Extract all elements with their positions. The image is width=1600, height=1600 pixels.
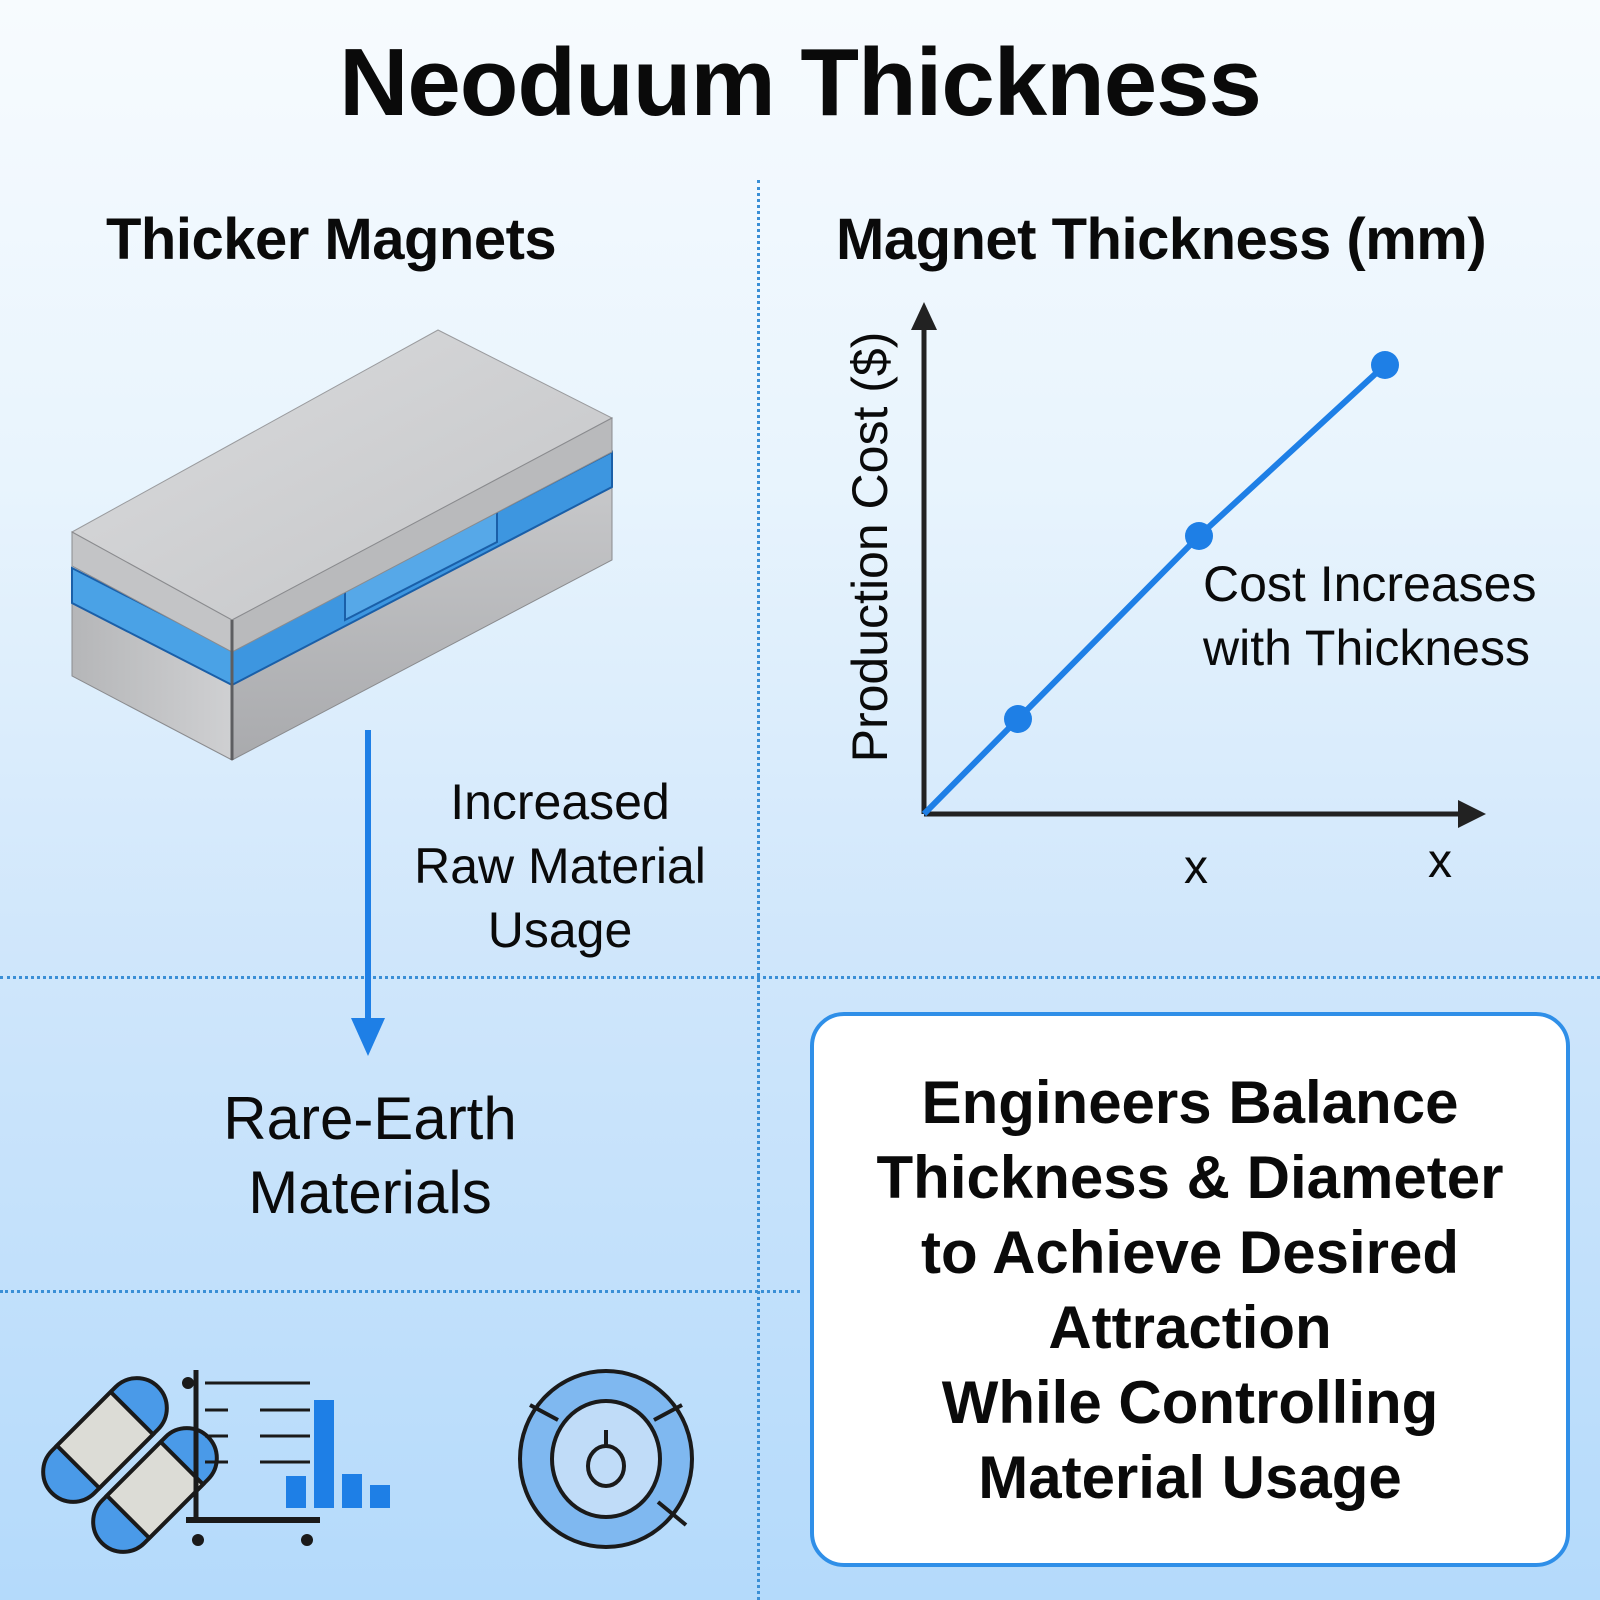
left-heading: Thicker Magnets — [106, 207, 557, 272]
arrow-label: Increased Raw Material Usage — [414, 774, 706, 958]
magnet-bars-icon — [41, 1376, 219, 1554]
horizontal-divider-lower-left — [0, 1290, 800, 1293]
y-axis-label: Production Cost ($) — [842, 331, 898, 763]
gauge-dial-icon — [518, 1369, 694, 1549]
chart-heading: Magnet Thickness (mm) — [836, 207, 1487, 272]
summary-text: Engineers Balance Thickness & Diameter t… — [876, 1068, 1504, 1511]
x-tick-label: x — [1184, 841, 1208, 894]
page-title: Neoduum Thickness — [339, 29, 1262, 136]
rare-earth-label: Rare-Earth Materials — [223, 1085, 517, 1226]
data-point — [1371, 351, 1399, 379]
bar-chart-icon — [182, 1370, 320, 1546]
chart-annotation: Cost Increases with Thickness — [1203, 556, 1537, 676]
horizontal-divider-middle — [0, 976, 1600, 979]
data-point — [1004, 705, 1032, 733]
summary-box: Engineers Balance Thickness & Diameter t… — [810, 1012, 1570, 1567]
vertical-divider — [757, 180, 760, 1600]
x-tick-label: x — [1428, 835, 1452, 888]
data-point — [1185, 522, 1213, 550]
